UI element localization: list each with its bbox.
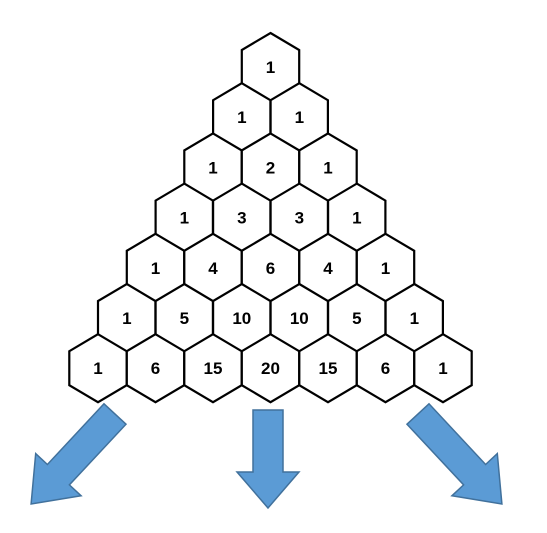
hex-value: 1 [180, 209, 189, 228]
hex-value: 1 [438, 359, 447, 378]
hex-value: 3 [237, 209, 246, 228]
hex-value: 6 [266, 259, 275, 278]
hex-value: 1 [352, 209, 361, 228]
hex-cell: 1 [413, 332, 473, 404]
arrow-down [235, 409, 301, 510]
arrow-down-left [30, 402, 128, 505]
hex-value: 20 [261, 359, 280, 378]
hex-value: 1 [381, 259, 390, 278]
hex-value: 3 [295, 209, 304, 228]
hex-value: 4 [208, 259, 218, 278]
hex-value: 1 [237, 108, 246, 127]
hex-value: 1 [93, 359, 102, 378]
hex-value: 5 [352, 309, 361, 328]
hex-cell: 10 [212, 282, 272, 354]
hex-value: 2 [266, 158, 275, 177]
hex-value: 4 [323, 259, 333, 278]
hex-value: 6 [151, 359, 160, 378]
hex-value: 1 [295, 108, 304, 127]
hexagon-shape [413, 332, 473, 404]
hex-value: 1 [122, 309, 131, 328]
hex-value: 1 [266, 58, 275, 77]
hex-value: 1 [151, 259, 160, 278]
hex-value: 15 [204, 359, 223, 378]
hex-value: 15 [319, 359, 338, 378]
hex-value: 1 [410, 309, 419, 328]
hex-cell: 15 [183, 332, 243, 404]
hex-value: 10 [290, 309, 309, 328]
hex-cell: 15 [298, 332, 358, 404]
hex-value: 6 [381, 359, 390, 378]
hex-value: 10 [232, 309, 251, 328]
hex-value: 1 [208, 158, 217, 177]
arrow-down-right [405, 402, 503, 505]
hex-value: 5 [180, 309, 189, 328]
hex-value: 1 [323, 158, 332, 177]
